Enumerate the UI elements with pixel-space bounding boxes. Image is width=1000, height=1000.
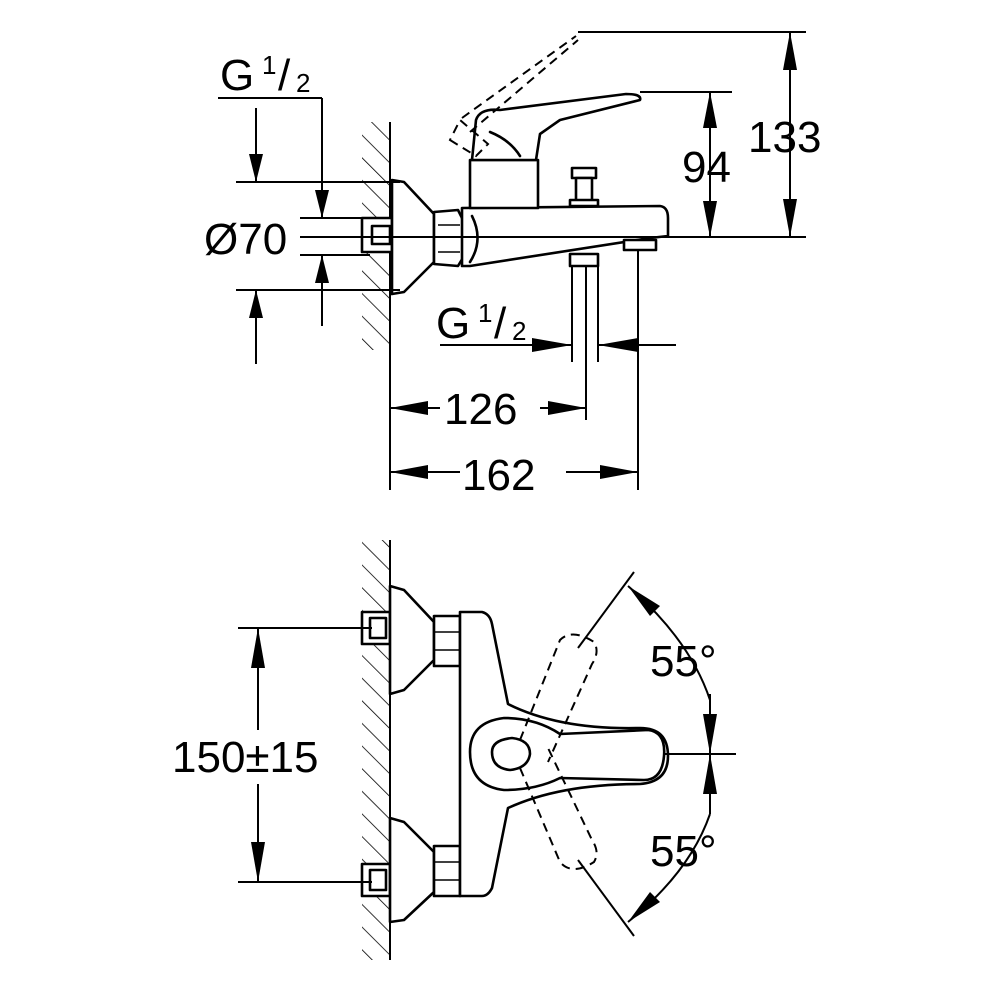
inlet-spacing-label: 150±15: [172, 733, 319, 782]
inlet-thread-num: 1: [262, 50, 276, 80]
inlet-thread-base: G: [220, 51, 254, 100]
depth-outlet-dimension: 126: [390, 385, 586, 434]
rosette-diameter-dimension: Ø70: [204, 108, 400, 364]
spout-outlet-icon: [568, 252, 600, 268]
side-view: G 1 / 2 Ø70 94 133: [204, 31, 821, 500]
outlet-thread-num: 1: [478, 298, 492, 328]
front-lever-handle: [468, 716, 666, 792]
inlet-thread-den: 2: [296, 68, 310, 98]
side-wall: [362, 122, 391, 490]
height-total-label: 133: [748, 113, 821, 162]
inlet-thread-slash: /: [278, 51, 291, 100]
outlet-thread-dimension: G 1 / 2: [436, 298, 676, 352]
depth-outlet-label: 126: [444, 385, 517, 434]
lever-alternate-down: [519, 747, 598, 870]
lever-alternate-position: [448, 35, 579, 158]
outlet-thread-base: G: [436, 299, 470, 348]
lever-handle-icon: [470, 92, 642, 162]
inlet-thread-dimension: G 1 / 2: [218, 50, 370, 326]
lever-angle-down-label: 55°: [650, 827, 717, 876]
lever-angle-up-label: 55°: [650, 637, 717, 686]
depth-total-label: 162: [462, 451, 535, 500]
front-view: 55° 55° 150±15: [172, 540, 736, 960]
outlet-thread-slash: /: [494, 299, 507, 348]
outlet-thread-den: 2: [512, 316, 526, 346]
inlet-spacing-dimension: 150±15: [172, 627, 372, 883]
height-total-dimension: 133: [578, 31, 821, 237]
dimension-arrow-icon: [315, 190, 329, 218]
rosette-top: [388, 584, 436, 696]
height-outlet-dimension: 94: [640, 91, 732, 237]
nut-top: [432, 614, 462, 668]
cartridge-housing: [468, 158, 540, 210]
depth-total-dimension: 162: [390, 451, 638, 500]
rosette-bottom: [388, 816, 436, 924]
eccentric-connector-icon: [360, 216, 394, 254]
height-outlet-label: 94: [682, 143, 731, 192]
diverter-knob-icon: [568, 166, 600, 208]
nut-bottom: [432, 844, 462, 898]
shower-outlet: [622, 238, 658, 252]
rosette-diameter-label: Ø70: [204, 215, 287, 264]
